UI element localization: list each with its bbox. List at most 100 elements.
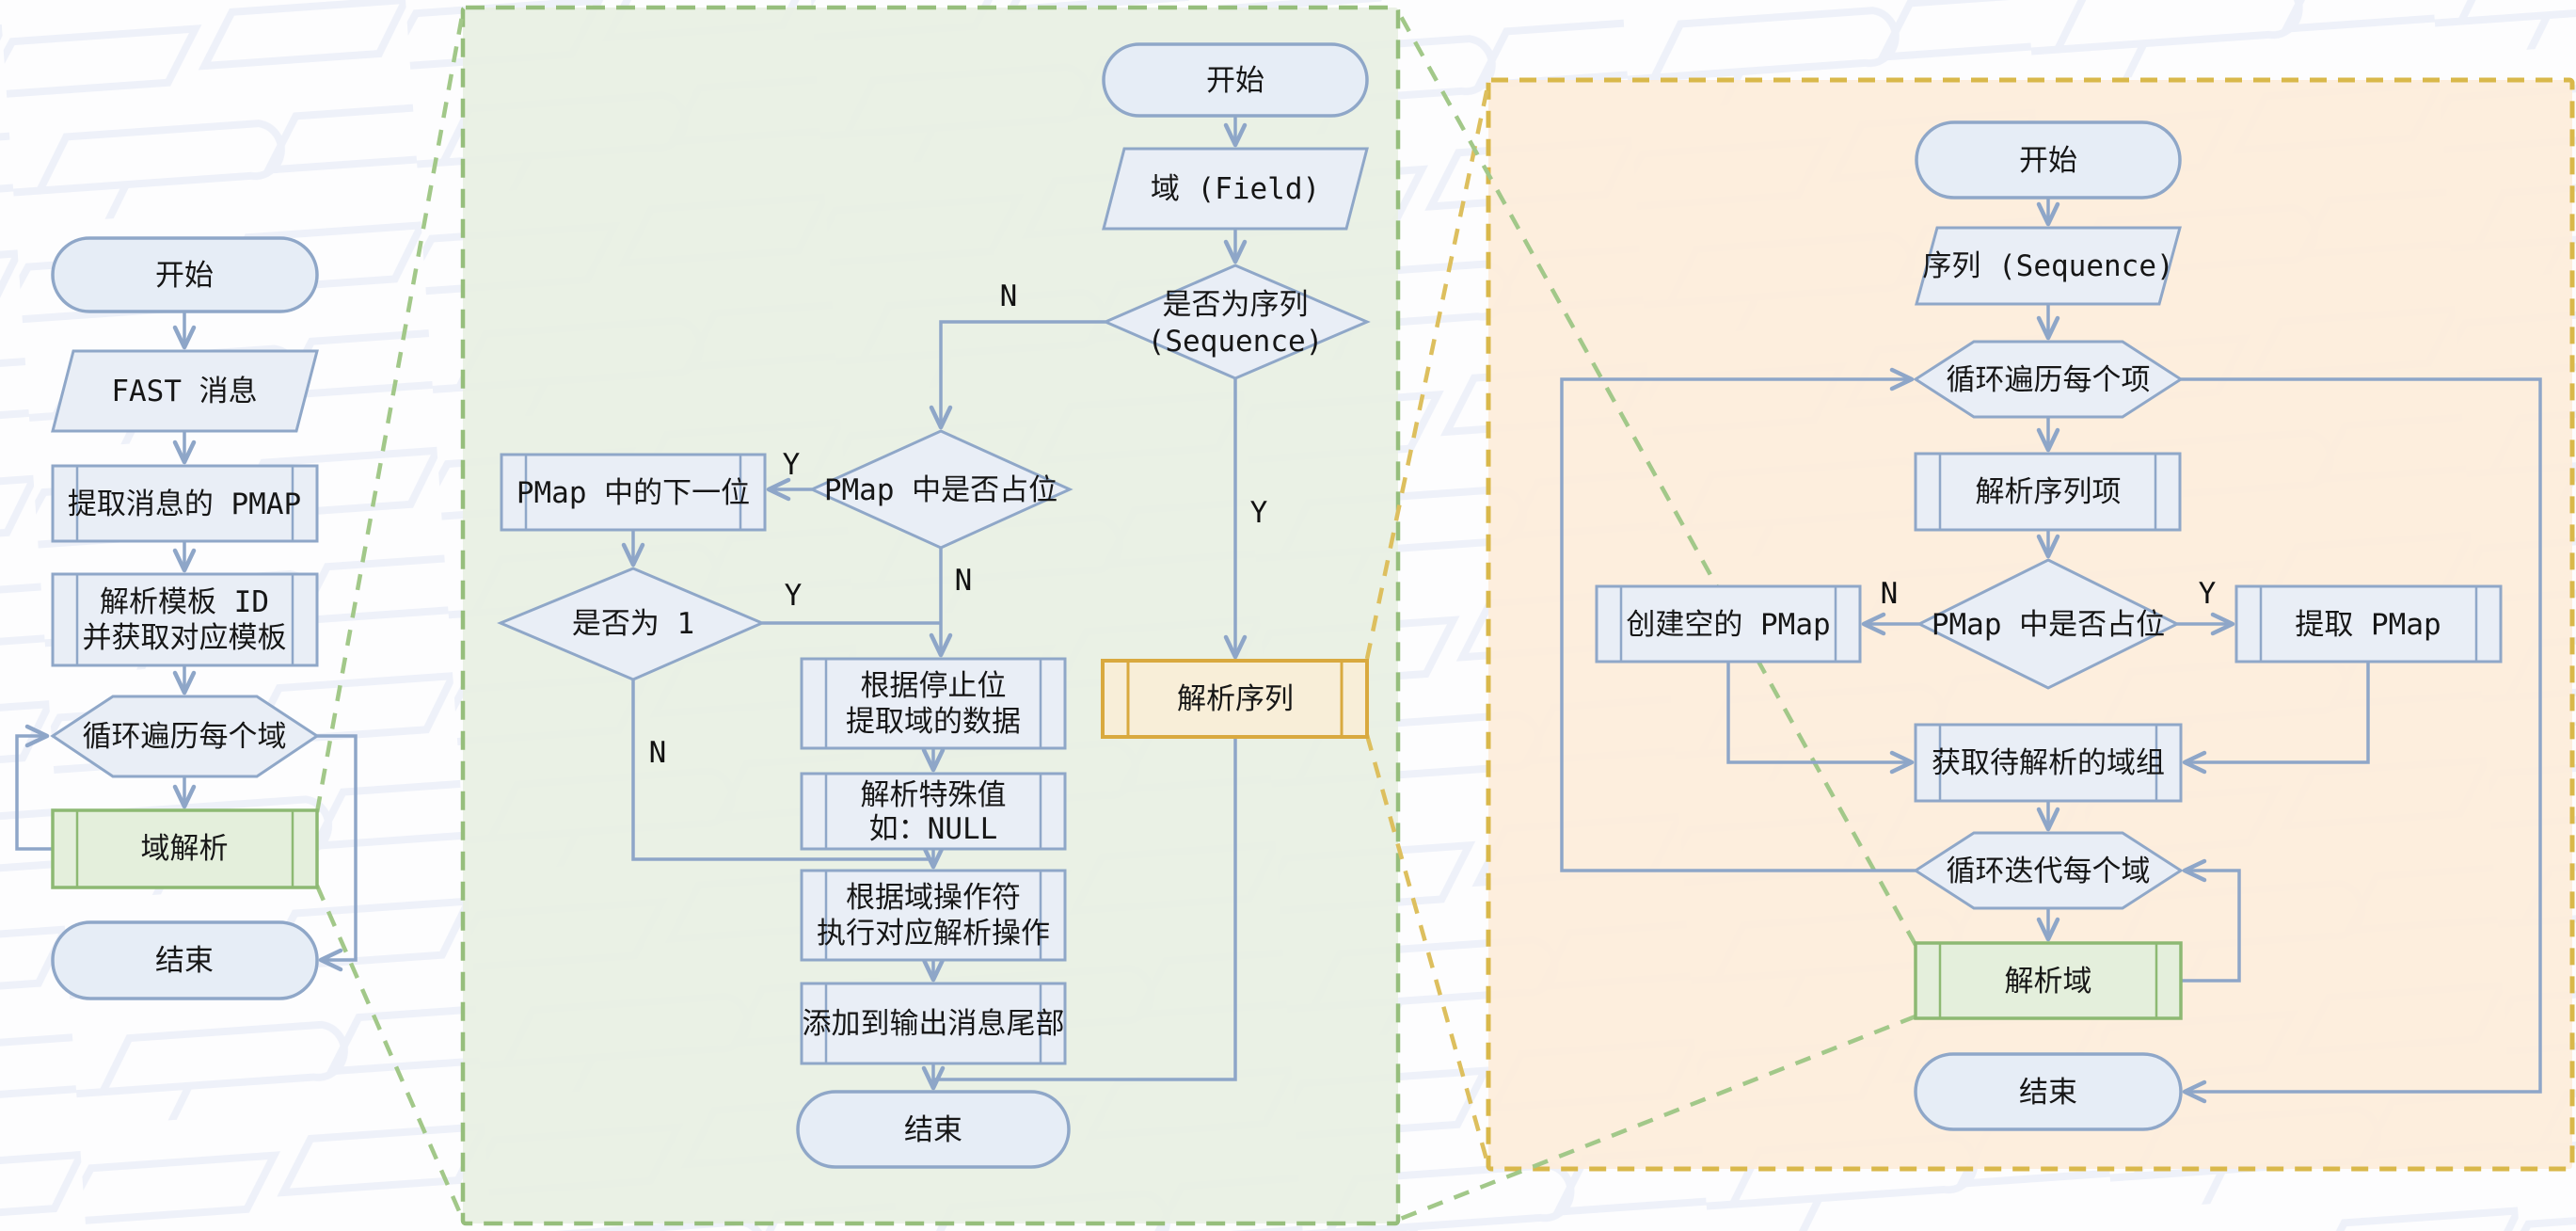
right-get-fields-node[interactable]: 获取待解析的域组 xyxy=(1914,723,2183,803)
right-start-node[interactable]: 开始 xyxy=(1915,120,2182,200)
left-flow: 开始 FAST 消息 提取消息的 PMAP 解析模板 ID 并获取对应模板 循环… xyxy=(15,236,358,1000)
right-sequence-input-node[interactable]: 序列 (Sequence) xyxy=(1915,226,2182,306)
left-end-node[interactable]: 结束 xyxy=(51,920,319,1000)
branch-label-yes: Y xyxy=(2199,577,2217,611)
mid-start-node[interactable]: 开始 xyxy=(1102,42,1369,118)
mid-field-input-node[interactable]: 域 (Field) xyxy=(1102,147,1369,231)
left-parse-template-label-2: 并获取对应模板 xyxy=(83,621,287,655)
right-loop-fields-node[interactable]: 循环迭代每个域 xyxy=(1913,831,2184,910)
mid-is-sequence-decision[interactable]: 是否为序列 (Sequence) xyxy=(1102,264,1371,380)
mid-pmap-occupied-shape xyxy=(808,429,1073,550)
expand-line-parsefield-bottom xyxy=(1397,1014,1916,1223)
edge-right-extract-getfields xyxy=(2182,662,2370,775)
branch-label-no: N xyxy=(649,736,667,770)
branch-label-yes: Y xyxy=(783,448,801,482)
mid-parse-sequence-label: 解析序列 xyxy=(1177,682,1294,716)
right-start-shape xyxy=(1915,120,2182,200)
right-create-pmap-shape xyxy=(1595,584,1862,663)
expand-line-fieldparse-top xyxy=(314,10,466,813)
left-extract-pmap-node[interactable]: 提取消息的 PMAP xyxy=(51,464,319,543)
right-end-node[interactable]: 结束 xyxy=(1914,1052,2183,1131)
mid-operator-shape xyxy=(800,869,1067,962)
branch-label-yes: Y xyxy=(785,579,803,613)
left-loop-fields-shape xyxy=(50,695,320,778)
right-parse-item-node[interactable]: 解析序列项 xyxy=(1914,452,2182,532)
right-loop-items-shape xyxy=(1913,340,2184,419)
mid-pmap-occupied-decision[interactable]: PMap 中是否占位 xyxy=(808,429,1073,550)
left-parse-template-node[interactable]: 解析模板 ID 并获取对应模板 xyxy=(51,572,319,667)
left-input-shape xyxy=(51,349,319,433)
left-loop-fields-node[interactable]: 循环遍历每个域 xyxy=(50,695,320,778)
mid-pmap-next-shape xyxy=(500,453,767,532)
mid-field-input-shape xyxy=(1102,147,1369,231)
left-start-label: 开始 xyxy=(155,259,214,293)
right-start-label: 开始 xyxy=(2019,144,2077,178)
right-parse-field-shape xyxy=(1914,941,2183,1020)
mid-pmap-next-node[interactable]: PMap 中的下一位 xyxy=(500,453,767,532)
right-extract-pmap-shape xyxy=(2234,584,2503,663)
mid-is-sequence-label-2: (Sequence) xyxy=(1148,325,1324,359)
right-end-label: 结束 xyxy=(2019,1076,2077,1110)
mid-operator-label-1: 根据域操作符 xyxy=(846,881,1021,915)
right-get-fields-label: 获取待解析的域组 xyxy=(1932,746,2165,780)
mid-parse-sequence-shape xyxy=(1101,659,1369,739)
mid-end-shape xyxy=(796,1090,1071,1169)
branch-label-yes: Y xyxy=(1250,496,1268,530)
right-parse-field-node[interactable]: 解析域 xyxy=(1914,941,2183,1020)
edge-mid-sequence-merge xyxy=(933,737,1237,1081)
edge-right-itemloopback xyxy=(1560,367,1916,872)
mid-special-value-label-1: 解析特殊值 xyxy=(861,778,1007,812)
left-parse-template-shape xyxy=(51,572,319,667)
mid-start-shape xyxy=(1102,42,1369,118)
left-extract-pmap-shape xyxy=(51,464,319,543)
left-end-label: 结束 xyxy=(155,944,214,978)
branch-label-no: N xyxy=(1000,280,1018,313)
branch-label-no: N xyxy=(1881,577,1899,611)
edge-mid-isone-no xyxy=(631,679,933,861)
mid-end-node[interactable]: 结束 xyxy=(796,1090,1071,1169)
mid-is-one-decision[interactable]: 是否为 1 xyxy=(497,567,766,681)
right-get-fields-shape xyxy=(1914,723,2183,803)
right-loop-items-label: 循环遍历每个项 xyxy=(1947,363,2151,397)
mid-special-value-shape xyxy=(800,772,1067,851)
mid-is-sequence-shape xyxy=(1102,264,1371,380)
mid-operator-label-2: 执行对应解析操作 xyxy=(817,917,1050,951)
mid-append-output-node[interactable]: 添加到输出消息尾部 xyxy=(800,982,1067,1065)
left-input-node[interactable]: FAST 消息 xyxy=(51,349,319,433)
left-input-label: FAST 消息 xyxy=(111,375,257,408)
right-parse-item-label: 解析序列项 xyxy=(1976,475,2122,509)
mid-pmap-next-label: PMap 中的下一位 xyxy=(517,476,750,510)
branch-label-no: N xyxy=(955,564,973,598)
right-pmap-occupied-shape xyxy=(1916,558,2181,690)
mid-pmap-occupied-label: PMap 中是否占位 xyxy=(824,473,1057,507)
right-sequence-input-shape xyxy=(1915,226,2182,306)
left-start-shape xyxy=(51,236,319,313)
right-create-pmap-label: 创建空的 PMap xyxy=(1626,608,1830,642)
mid-is-sequence-label-1: 是否为序列 xyxy=(1163,288,1309,322)
mid-stopbit-label-1: 根据停止位 xyxy=(861,669,1007,703)
mid-special-value-node[interactable]: 解析特殊值 如：NULL xyxy=(800,772,1067,851)
edge-left-loop-end xyxy=(317,734,358,972)
right-flow: N Y 开始 序列 (Sequence) 循环遍历每个项 解析序列项 PMap … xyxy=(1560,120,2542,1131)
mid-parse-sequence-node[interactable]: 解析序列 xyxy=(1101,659,1369,739)
mid-field-input-label: 域 (Field) xyxy=(1151,172,1320,206)
right-loop-fields-label: 循环迭代每个域 xyxy=(1947,855,2151,888)
left-loop-fields-label: 循环遍历每个域 xyxy=(83,720,287,754)
left-field-parse-node[interactable]: 域解析 xyxy=(51,808,319,889)
right-extract-pmap-node[interactable]: 提取 PMap xyxy=(2234,584,2503,663)
mid-stopbit-node[interactable]: 根据停止位 提取域的数据 xyxy=(800,657,1067,750)
mid-is-one-label: 是否为 1 xyxy=(572,607,694,641)
mid-append-output-label: 添加到输出消息尾部 xyxy=(803,1007,1065,1041)
right-loop-items-node[interactable]: 循环遍历每个项 xyxy=(1913,340,2184,419)
right-pmap-occupied-decision[interactable]: PMap 中是否占位 xyxy=(1916,558,2181,690)
right-extract-pmap-label: 提取 PMap xyxy=(2295,608,2441,642)
expand-line-sequence-bottom xyxy=(1364,734,1491,1167)
mid-append-output-shape xyxy=(800,982,1067,1065)
left-start-node[interactable]: 开始 xyxy=(51,236,319,313)
mid-stopbit-shape xyxy=(800,657,1067,750)
mid-operator-node[interactable]: 根据域操作符 执行对应解析操作 xyxy=(800,869,1067,962)
mid-stopbit-label-2: 提取域的数据 xyxy=(846,705,1021,739)
right-loop-fields-shape xyxy=(1913,831,2184,910)
right-create-pmap-node[interactable]: 创建空的 PMap xyxy=(1595,584,1862,663)
